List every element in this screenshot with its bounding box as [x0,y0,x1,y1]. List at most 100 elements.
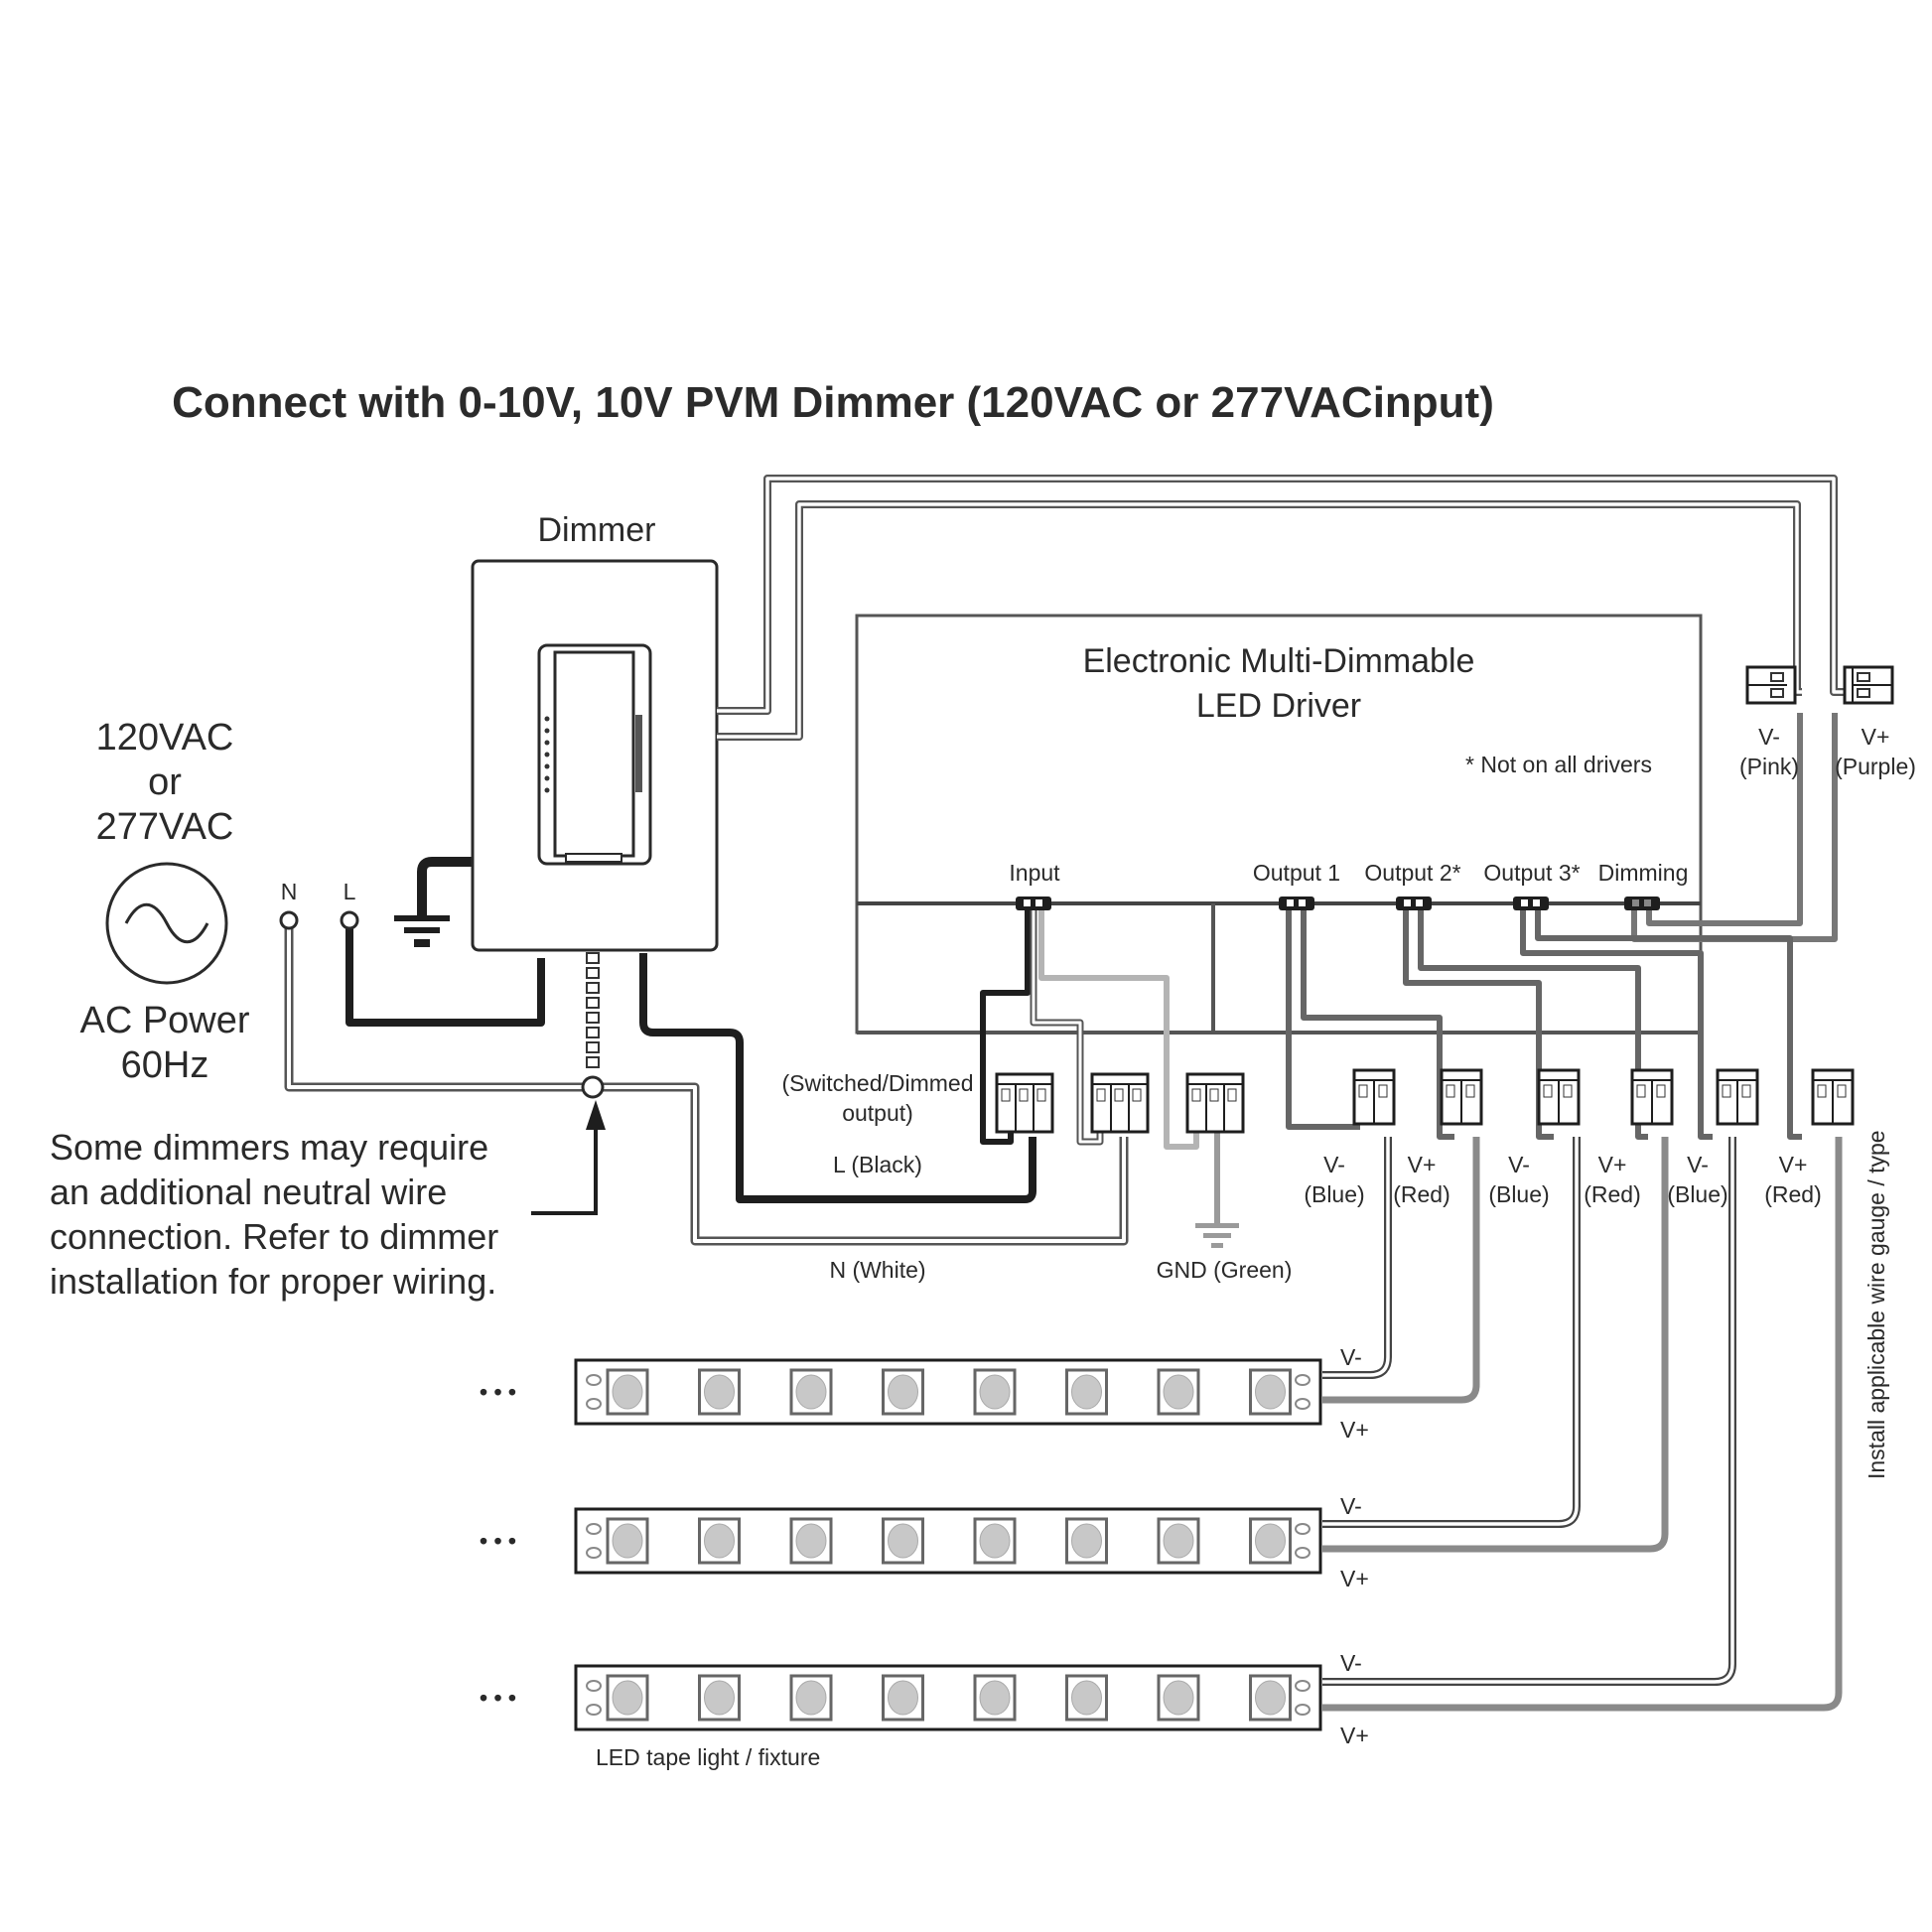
driver-output-wires [1286,910,1802,1140]
input-terminal-line [995,1072,1054,1134]
driver-input-wires [980,910,1220,1223]
led-chip-icon [1157,1368,1200,1416]
neutral-wire-note: Some dimmers may require an additional n… [50,1127,498,1302]
ground-icon [1195,1223,1239,1248]
led-chip-icon [973,1368,1017,1416]
note-line: an additional neutral wire [50,1172,447,1212]
connector-color: (Blue) [1488,1181,1549,1207]
connector-color: (Pink) [1739,754,1799,779]
note-line: connection. Refer to dimmer [50,1216,498,1257]
ac-sine-wave-icon [105,862,228,985]
connector-color: (Red) [1584,1181,1641,1207]
port-label: Input [1009,860,1060,886]
strip-pos-label: V+ [1340,1417,1369,1443]
strip-feed-wires [1322,1137,1843,1712]
led-chip-icon [882,1368,924,1416]
led-chip-icon [1249,1368,1292,1416]
led-driver: Electronic Multi-Dimmable LED Driver * N… [855,614,1703,1035]
led-chip-icon [606,1517,649,1565]
driver-port-dimming: Dimming [1598,860,1689,910]
output-connectors: V-(Blue)V+(Red)V-(Blue)V+(Red)V-(Blue)V+… [1304,1068,1855,1207]
continuation-dots: • • • [480,1379,516,1405]
connector-polarity: V- [1758,724,1780,750]
led-chip-icon [1249,1517,1292,1565]
line-wire-label: L (Black) [833,1152,922,1177]
voltage-label-or: or [148,761,182,803]
led-chip-icon [882,1674,924,1722]
line-terminal [340,910,359,930]
led-chip-icon [1065,1674,1108,1722]
ac-power-source: 120VAC or 277VAC AC Power 60Hz [79,717,249,1086]
neutral-junction [581,1075,605,1099]
driver-port-output-1: Output 1 [1253,860,1340,910]
continuation-dots: • • • [480,1528,516,1554]
strip-neg-label: V- [1340,1650,1362,1676]
output-connector-6: V+ (Red) [1764,1068,1855,1207]
dimmer-neutral-link [586,952,600,1068]
switched-output-label: output) [842,1100,913,1126]
strip-pos-label: V+ [1340,1723,1369,1748]
connector-color: (Blue) [1304,1181,1364,1207]
input-terminal-ground [1185,1072,1245,1134]
driver-footnote: * Not on all drivers [1465,752,1652,777]
led-strips: • • •V-V+• • •V-V+• • •V-V+ [480,1344,1369,1748]
connector-polarity: V- [1508,1152,1530,1177]
strip-neg-label: V- [1340,1493,1362,1519]
strip-pos-label: V+ [1340,1566,1369,1591]
led-strip: • • •V-V+ [480,1344,1369,1443]
port-label: Output 1 [1253,860,1340,886]
led-chip-icon [1249,1674,1292,1722]
switched-output-label: (Switched/Dimmed [782,1070,974,1096]
led-chip-icon [698,1517,741,1565]
connector-polarity: V+ [1779,1152,1808,1177]
led-chip-icon [1157,1674,1200,1722]
led-chip-icon [973,1517,1017,1565]
neutral-wire [284,928,1129,1246]
neutral-terminal-label: N [281,879,298,904]
arrow-head-icon [586,1100,606,1130]
connector-color: (Purple) [1835,754,1916,779]
led-chip-icon [606,1674,649,1722]
note-line: installation for proper wiring. [50,1261,496,1302]
led-strip-caption: LED tape light / fixture [596,1744,820,1770]
led-chip-icon [698,1674,741,1722]
port-label: Dimming [1598,860,1689,886]
dimmer-level-indicator-icon [544,716,550,793]
connector-color: (Red) [1764,1181,1822,1207]
led-chip-icon [1065,1517,1108,1565]
line-terminal-label: L [344,879,356,904]
driver-title-line-1: Electronic Multi-Dimmable [1083,642,1475,680]
connector-polarity: V- [1687,1152,1709,1177]
led-strip: • • • V- V+ [480,1493,1369,1591]
dimmer-ground-wire [417,857,472,918]
neutral-terminal [279,910,299,930]
driver-port-input: Input [1009,860,1060,910]
led-chip-icon [1157,1517,1200,1565]
dimming-connector-v-minus: V- (Pink) [1739,665,1799,779]
line-wire [345,928,545,1027]
led-chip-icon [882,1517,924,1565]
voltage-label-120: 120VAC [96,717,234,759]
output-connector-3: V- (Blue) [1488,1068,1581,1207]
led-chip-icon [789,1674,833,1722]
ground-wire-label: GND (Green) [1157,1257,1293,1283]
connector-polarity: V+ [1598,1152,1627,1177]
connector-polarity: V+ [1862,724,1890,750]
port-label: Output 3* [1483,860,1580,886]
voltage-label-277: 277VAC [96,806,234,848]
led-chip-icon [698,1368,741,1416]
connector-polarity: V+ [1408,1152,1437,1177]
note-line: Some dimmers may require [50,1127,488,1168]
led-chip-icon [606,1368,649,1416]
output-connector-2: V+ (Red) [1393,1068,1483,1207]
dimmer-switch [471,559,719,952]
dimming-control-wires [717,475,1847,741]
led-chip-icon [789,1368,833,1416]
ground-icon [394,915,450,947]
connector-color: (Red) [1393,1181,1450,1207]
led-strip: • • • V- V+ [480,1650,1369,1748]
output-connector-1: V-(Blue) [1304,1068,1396,1207]
continuation-dots: • • • [480,1685,516,1711]
port-label: Output 2* [1364,860,1460,886]
